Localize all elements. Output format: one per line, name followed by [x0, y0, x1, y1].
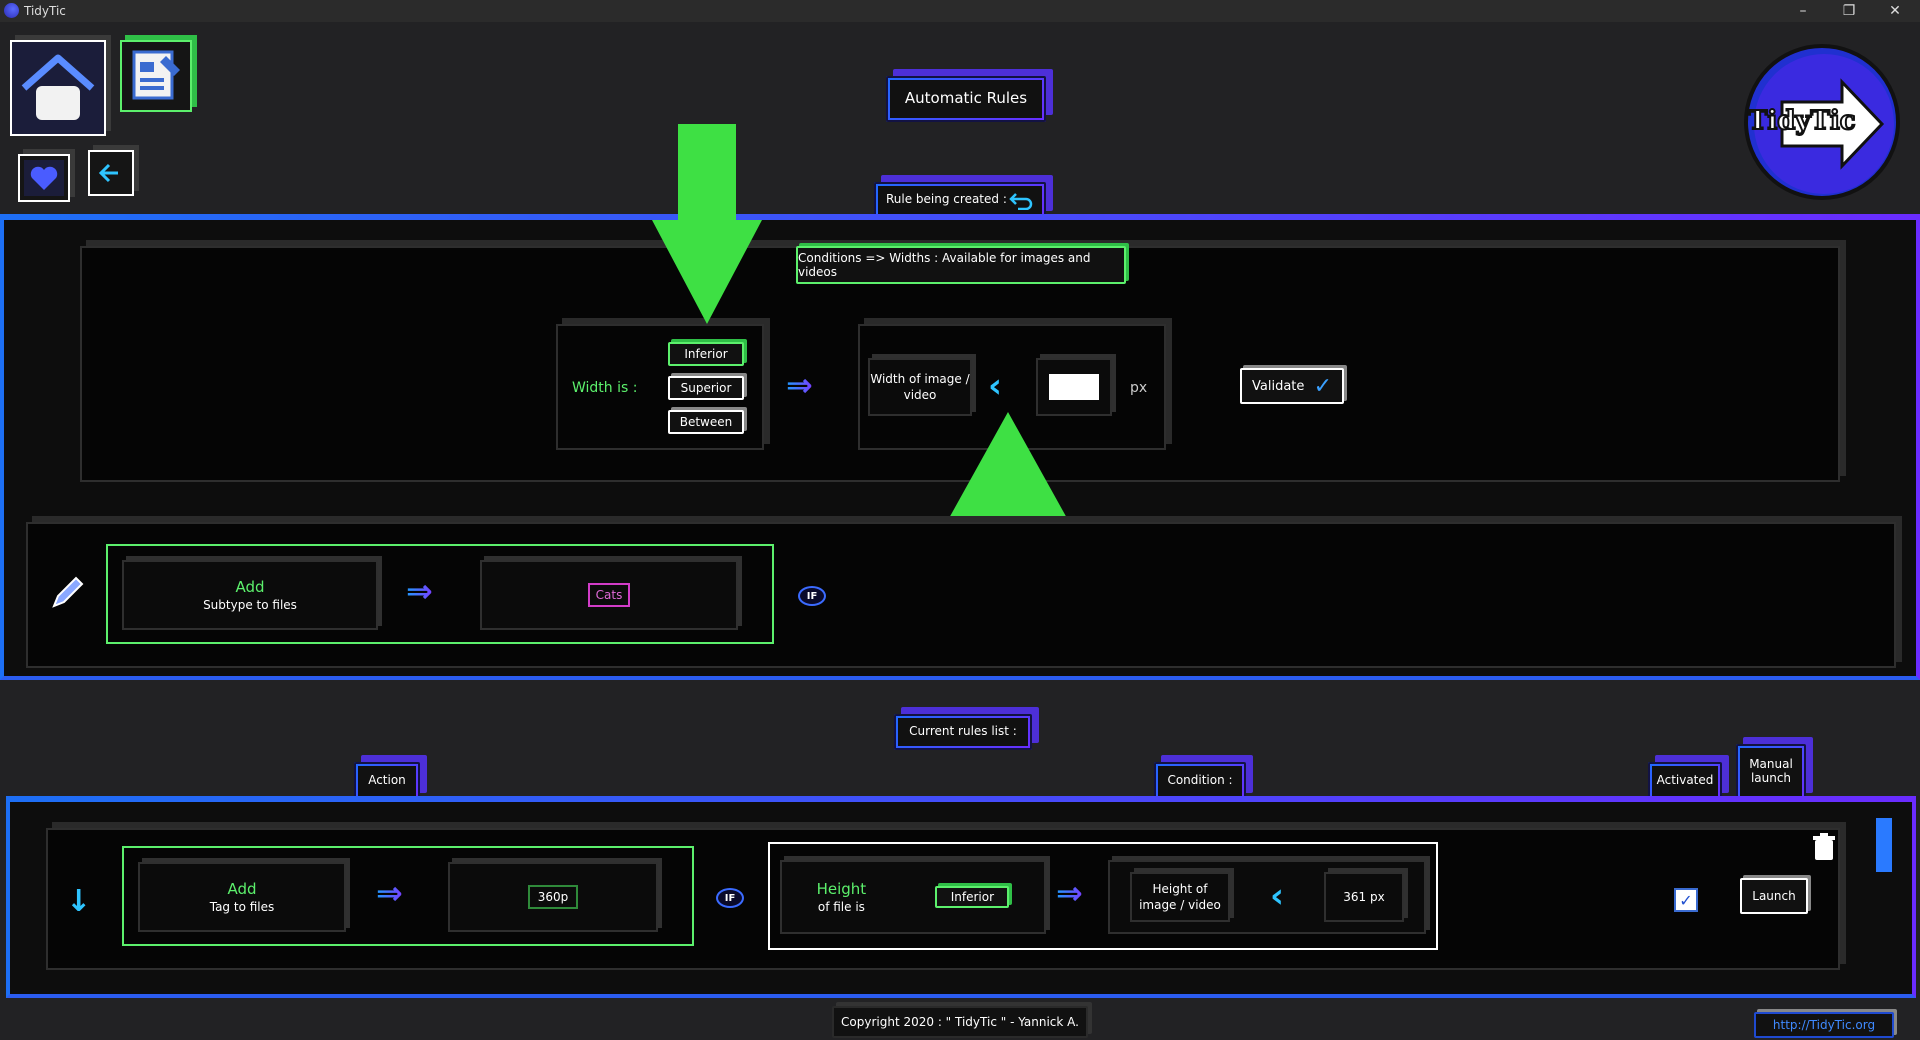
rule-cond-arrow-icon: ⇒: [1056, 874, 1083, 912]
app-icon: [4, 3, 19, 18]
rules-panel-topline: [6, 796, 1916, 802]
rule-target-cell: Height of image / video ‹ 361 px: [1108, 860, 1426, 934]
action-add-label: Add: [235, 577, 265, 596]
copyright: Copyright 2020 : " TidyTic " - Yannick A…: [832, 1006, 1088, 1038]
rule-being-created-label: Rule being created :: [886, 192, 1007, 207]
window-titlebar: TidyTic – ❐ ✕: [0, 0, 1920, 22]
back-arrow-icon: [98, 163, 118, 183]
action-sub-label: Subtype to files: [203, 598, 297, 613]
rule-tag-cell: 360p: [448, 862, 658, 932]
action-arrow-icon: ⇒: [406, 572, 433, 610]
subtype-tag[interactable]: Cats: [587, 582, 631, 608]
action-cell[interactable]: Add Subtype to files: [122, 560, 378, 630]
rule-cond-sub: of file is: [817, 900, 865, 915]
width-of-label: Width of image / video: [868, 358, 972, 416]
document-edit-icon: [132, 50, 180, 100]
rules-list-label: Current rules list :: [898, 718, 1028, 746]
rule-tag: 360p: [527, 884, 579, 910]
scrollbar-thumb[interactable]: [1876, 818, 1892, 872]
rules-editor-button[interactable]: [120, 40, 192, 112]
pencil-icon[interactable]: [48, 572, 88, 612]
expand-down-icon[interactable]: ↓: [66, 884, 92, 919]
restore-button[interactable]: ❐: [1842, 3, 1856, 19]
undo-icon[interactable]: [1008, 190, 1034, 210]
checkmark-icon: ✓: [1313, 373, 1332, 399]
rule-condition-cell: Height of file is Inferior: [780, 860, 1046, 934]
page-title: Automatic Rules: [886, 76, 1046, 122]
option-inferior[interactable]: Inferior: [668, 342, 744, 366]
website-link[interactable]: http://TidyTic.org: [1754, 1012, 1894, 1038]
heart-icon: [24, 160, 64, 196]
rule-launch-button[interactable]: Launch: [1740, 878, 1808, 914]
unit-label: px: [1130, 380, 1148, 396]
rule-cond-op: Inferior: [935, 886, 1010, 908]
rules-list-header: Current rules list :: [894, 714, 1032, 750]
col-condition-header: Condition :: [1154, 762, 1246, 800]
rule-less-than-icon: ‹: [1269, 876, 1284, 917]
logo-text: TidyTic: [1747, 105, 1857, 137]
less-than-icon: ‹: [988, 366, 1003, 406]
rule-cond-value: 361 px: [1323, 872, 1404, 922]
col-manual-launch-header: Manual launch: [1736, 744, 1806, 800]
creation-panel-topline: [0, 214, 1920, 220]
conditions-title: Conditions => Widths : Available for ima…: [796, 246, 1126, 284]
logo-icon: [1744, 44, 1900, 200]
rule-action-add: Add: [227, 879, 257, 898]
down-arrow-indicator-icon: [652, 124, 762, 324]
if-badge: IF: [798, 586, 826, 606]
rule-cond-target: Height of image / video: [1129, 872, 1230, 922]
rule-action-arrow-icon: ⇒: [376, 874, 403, 912]
rule-if-badge: IF: [716, 888, 744, 908]
option-between[interactable]: Between: [668, 410, 744, 434]
rule-being-created-header: Rule being created :: [874, 182, 1046, 218]
trash-icon[interactable]: [1810, 832, 1838, 862]
option-superior[interactable]: Superior: [668, 376, 744, 400]
width-input-cell: [1036, 358, 1112, 416]
home-icon: [12, 42, 104, 134]
rule-action-cell: Add Tag to files: [138, 862, 346, 932]
subtype-cell: Cats: [480, 560, 738, 630]
validate-label: Validate: [1252, 378, 1305, 394]
rule-cond-title: Height: [816, 879, 867, 898]
home-button[interactable]: [10, 40, 106, 136]
back-button[interactable]: [88, 150, 134, 196]
window-title: TidyTic: [24, 4, 66, 18]
width-is-label: Width is :: [572, 380, 638, 396]
minimize-button[interactable]: –: [1799, 3, 1807, 19]
rule-activated-checkbox[interactable]: ✓: [1674, 888, 1698, 912]
tidytic-logo: TidyTic: [1742, 42, 1902, 202]
validate-button[interactable]: Validate ✓: [1240, 368, 1344, 404]
right-arrow-icon: ⇒: [786, 366, 813, 404]
col-action-header: Action: [354, 762, 420, 800]
favorites-button[interactable]: [18, 154, 70, 202]
width-input[interactable]: [1049, 374, 1099, 400]
rule-action-sub: Tag to files: [209, 900, 275, 915]
close-button[interactable]: ✕: [1889, 3, 1901, 19]
col-activated-header: Activated: [1648, 762, 1722, 800]
